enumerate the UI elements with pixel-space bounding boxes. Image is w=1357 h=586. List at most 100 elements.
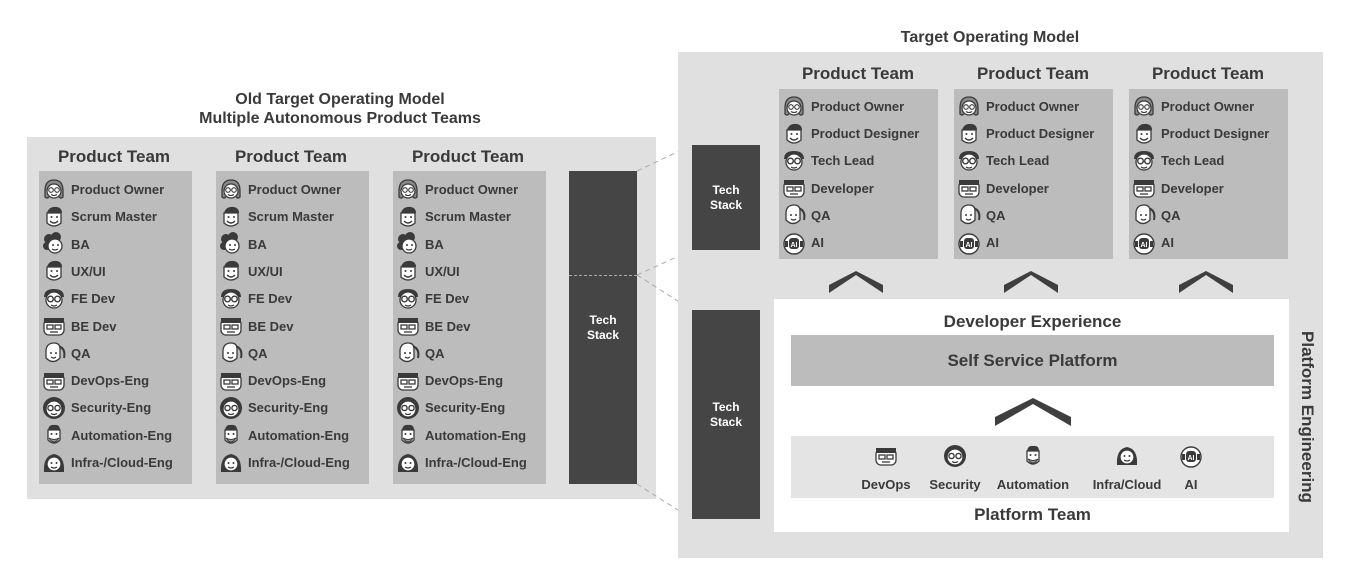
- role-label: Product Owner: [248, 182, 342, 197]
- role-label: AI: [811, 235, 824, 250]
- team-title: Product Team: [57, 147, 171, 166]
- role-label: Security-Eng: [248, 400, 329, 416]
- role-item: Product Owner: [395, 176, 518, 203]
- role-item: Product Designer: [1131, 120, 1269, 147]
- role-item: DevOps-Eng: [395, 367, 503, 394]
- developer-experience-label: Developer Experience: [943, 312, 1122, 331]
- role-label: Infra-/Cloud-Eng: [71, 455, 173, 470]
- role-item: BE Dev: [395, 313, 471, 340]
- role-label: BE Dev: [248, 318, 294, 334]
- role-item: Product Owner: [41, 176, 164, 203]
- role-item: UX/UI: [395, 258, 460, 285]
- woman-glasses-icon: [41, 177, 67, 203]
- role-item: Developer: [781, 175, 874, 202]
- role-item: Automation-Eng: [395, 422, 526, 449]
- role-label: QA: [248, 345, 268, 361]
- role-label: Tech Lead: [986, 153, 1050, 169]
- role-item: Product Designer: [956, 120, 1094, 147]
- svg-text:AI: AI: [1141, 242, 1148, 249]
- chevron-up-icon: [829, 271, 883, 293]
- headband-dev-icon: [218, 313, 244, 339]
- role-item: Infra-/Cloud-Eng: [41, 449, 173, 476]
- old-tech-stack-divider: [569, 275, 637, 276]
- beard-icon: [218, 422, 244, 448]
- role-label: Tech Lead: [811, 153, 875, 169]
- svg-text:AI: AI: [1188, 455, 1195, 462]
- glasses-dev-icon: [956, 148, 982, 174]
- man-smile-icon: [395, 204, 421, 230]
- chevron-up-icon: [1004, 271, 1058, 293]
- robot-ai-icon: AI: [1178, 443, 1204, 474]
- role-label: Product Designer: [811, 126, 920, 142]
- role-label: Product Owner: [71, 182, 165, 197]
- role-item: Infra-/Cloud-Eng: [218, 449, 350, 476]
- glasses-dev-icon: [1131, 148, 1157, 174]
- role-item: Security-Eng: [41, 394, 151, 421]
- role-label: Scrum Master: [71, 209, 157, 225]
- long-hair-icon: [218, 450, 244, 476]
- role-item: Product Owner: [781, 93, 904, 120]
- ponytail-icon: [781, 202, 807, 228]
- role-item: FE Dev: [218, 285, 292, 312]
- role-label: BA: [248, 236, 267, 252]
- role-item: Product Designer: [781, 120, 919, 147]
- role-label: QA: [811, 207, 831, 223]
- role-item: Tech Lead: [956, 147, 1049, 174]
- ponytail-icon: [1131, 202, 1157, 228]
- role-item: BA: [41, 231, 90, 258]
- role-item: UX/UI: [41, 258, 106, 285]
- role-item: QA: [956, 202, 1006, 229]
- role-label: UX/UI: [71, 263, 106, 279]
- role-item: UX/UI: [218, 258, 283, 285]
- role-item: Security-Eng: [218, 394, 328, 421]
- long-hair-icon: [41, 450, 67, 476]
- role-label: BA: [425, 236, 444, 252]
- long-hair-icon: [395, 450, 421, 476]
- role-label: Product Owner: [811, 99, 905, 114]
- role-label: FE Dev: [248, 291, 293, 307]
- platform-member-label: DevOps: [861, 477, 911, 492]
- headband-dev-icon: [781, 175, 807, 201]
- robot-ai-icon: AI: [1131, 230, 1157, 256]
- man-smile-icon: [218, 258, 244, 284]
- ponytail-icon: [395, 340, 421, 366]
- role-item: Product Owner: [956, 93, 1079, 120]
- role-label: Developer: [1161, 180, 1224, 196]
- platform-engineering-label: Platform Engineering: [1298, 331, 1317, 503]
- platform-team-member: DevOps: [841, 443, 931, 492]
- glasses-dev-icon: [41, 286, 67, 312]
- headband-dev-icon: [41, 368, 67, 394]
- platform-member-label: Automation: [996, 477, 1070, 492]
- woman-glasses-icon: [956, 94, 982, 120]
- role-item: QA: [395, 340, 445, 367]
- beard-icon: [41, 422, 67, 448]
- target-tech-stack-top-label: Tech Stack: [709, 182, 743, 212]
- round-glasses-icon: [41, 395, 67, 421]
- role-item: DevOps-Eng: [41, 367, 149, 394]
- team-title: Product Team: [234, 147, 348, 166]
- chevron-up-icon: [995, 398, 1071, 426]
- role-label: Infra-/Cloud-Eng: [248, 455, 350, 470]
- man-smile-icon: [41, 204, 67, 230]
- role-label: Scrum Master: [425, 209, 511, 225]
- role-label: Product Owner: [1161, 99, 1255, 114]
- man-smile-icon: [218, 204, 244, 230]
- role-item: Product Owner: [218, 176, 341, 203]
- role-label: Automation-Eng: [425, 427, 527, 443]
- ponytail-icon: [956, 202, 982, 228]
- role-item: QA: [1131, 202, 1181, 229]
- beard-icon: [1020, 443, 1046, 474]
- long-hair-icon: [1114, 443, 1140, 474]
- role-label: DevOps-Eng: [425, 373, 504, 389]
- man-smile-icon: [1131, 121, 1157, 147]
- target-model-title: Target Operating Model: [900, 29, 1080, 46]
- platform-team-member: Automation: [988, 443, 1078, 492]
- role-item: DevOps-Eng: [218, 367, 326, 394]
- role-label: Security-Eng: [425, 400, 506, 416]
- man-smile-icon: [781, 121, 807, 147]
